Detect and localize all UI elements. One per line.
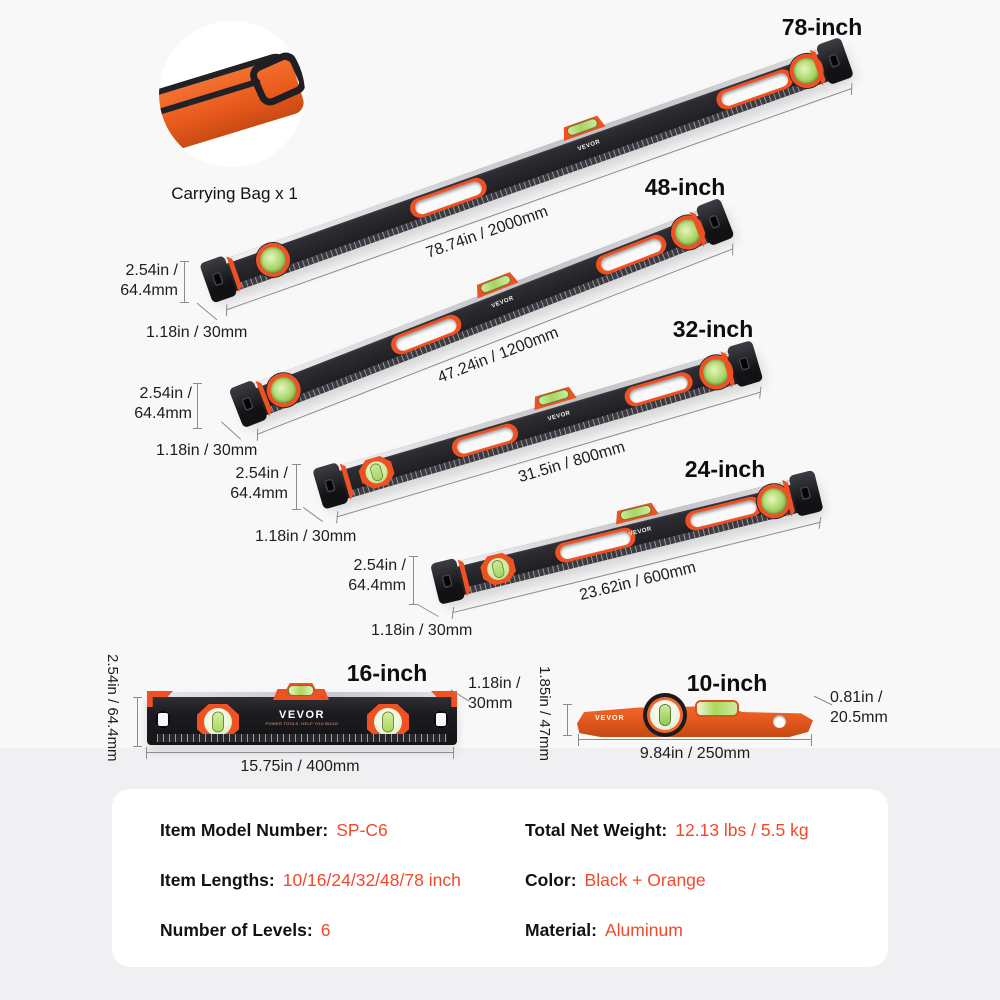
hang-slot bbox=[441, 573, 453, 589]
height-bracket-48 bbox=[193, 383, 202, 429]
level-ruler-edge bbox=[157, 734, 447, 742]
brand-subtext: POWER TOOLS, HELP YOU BUILD bbox=[265, 721, 339, 726]
width-label-32: 1.18in / 30mm bbox=[255, 528, 357, 545]
width-tick-48 bbox=[221, 421, 241, 440]
width-label-48: 1.18in / 30mm bbox=[156, 442, 258, 459]
height-label-24: 2.54in /64.4mm bbox=[348, 557, 406, 594]
orange-corner-accent bbox=[147, 691, 173, 707]
height-bracket-32 bbox=[292, 464, 301, 510]
height-label-78: 2.54in /64.4mm bbox=[120, 262, 178, 299]
height-label-16: 2.54in / 64.4mm bbox=[104, 654, 121, 762]
hang-hole bbox=[434, 711, 448, 728]
level-10-inch: VEVOR bbox=[577, 693, 813, 738]
length-dimension-line-16 bbox=[146, 747, 454, 759]
height-label-10: 1.85in / 47mm bbox=[536, 666, 553, 762]
horizontal-vial bbox=[289, 686, 313, 695]
width-label-24: 1.18in / 30mm bbox=[371, 622, 473, 639]
title-24-inch: 24-inch bbox=[684, 456, 766, 482]
hang-slot bbox=[738, 356, 751, 372]
brand-badge: VEVOR bbox=[595, 715, 625, 722]
spec-card: Item Model Number:SP-C6 Item Lengths:10/… bbox=[112, 789, 888, 967]
round-vial bbox=[643, 693, 687, 737]
hang-hole bbox=[156, 711, 170, 728]
length-dimension-label-16: 15.75in / 400mm bbox=[240, 758, 360, 775]
height-bracket-24 bbox=[409, 556, 418, 605]
hang-slot bbox=[323, 478, 337, 494]
hang-slot bbox=[707, 214, 721, 230]
orange-corner-accent bbox=[431, 691, 457, 707]
height-bracket-10 bbox=[563, 704, 572, 736]
height-bracket-16 bbox=[133, 697, 142, 747]
spec-material: Material:Aluminum bbox=[525, 920, 683, 940]
height-label-32: 2.54in /64.4mm bbox=[230, 465, 288, 502]
length-dimension-line-10 bbox=[578, 734, 812, 746]
title-32-inch: 32-inch bbox=[672, 316, 754, 342]
length-dimension-label-10: 9.84in / 250mm bbox=[639, 745, 751, 762]
horizontal-vial bbox=[697, 702, 737, 715]
spec-color: Color:Black + Orange bbox=[525, 870, 706, 890]
hang-slot bbox=[799, 485, 812, 501]
height-label-48: 2.54in /64.4mm bbox=[134, 385, 192, 422]
height-bracket-78 bbox=[180, 261, 189, 303]
width-label-16: 1.18in /30mm bbox=[468, 675, 521, 712]
width-tick-24 bbox=[417, 604, 439, 617]
spec-model-number: Item Model Number:SP-C6 bbox=[160, 820, 388, 840]
center-vial-mount bbox=[273, 683, 329, 700]
hang-slot bbox=[211, 271, 225, 287]
carrying-bag-photo bbox=[159, 21, 305, 167]
spec-net-weight: Total Net Weight:12.13 lbs / 5.5 kg bbox=[525, 820, 809, 840]
title-78-inch: 78-inch bbox=[781, 14, 863, 40]
hang-slot bbox=[827, 53, 841, 69]
title-16-inch: 16-inch bbox=[346, 660, 428, 686]
spec-item-lengths: Item Lengths:10/16/24/32/48/78 inch bbox=[160, 870, 461, 890]
spec-number-of-levels: Number of Levels:6 bbox=[160, 920, 331, 940]
title-48-inch: 48-inch bbox=[644, 174, 726, 200]
width-tick-32 bbox=[302, 507, 324, 522]
width-label-10: 0.81in /20.5mm bbox=[830, 689, 888, 726]
hang-hole bbox=[773, 715, 786, 728]
level-top-edge bbox=[338, 351, 730, 471]
width-label-78: 1.18in / 30mm bbox=[146, 324, 248, 341]
carrying-bag-label: Carrying Bag x 1 bbox=[171, 184, 298, 203]
hang-slot bbox=[241, 396, 255, 412]
width-tick-78 bbox=[196, 302, 218, 321]
title-10-inch: 10-inch bbox=[686, 670, 768, 696]
brand-badge: VEVOR bbox=[628, 526, 653, 538]
